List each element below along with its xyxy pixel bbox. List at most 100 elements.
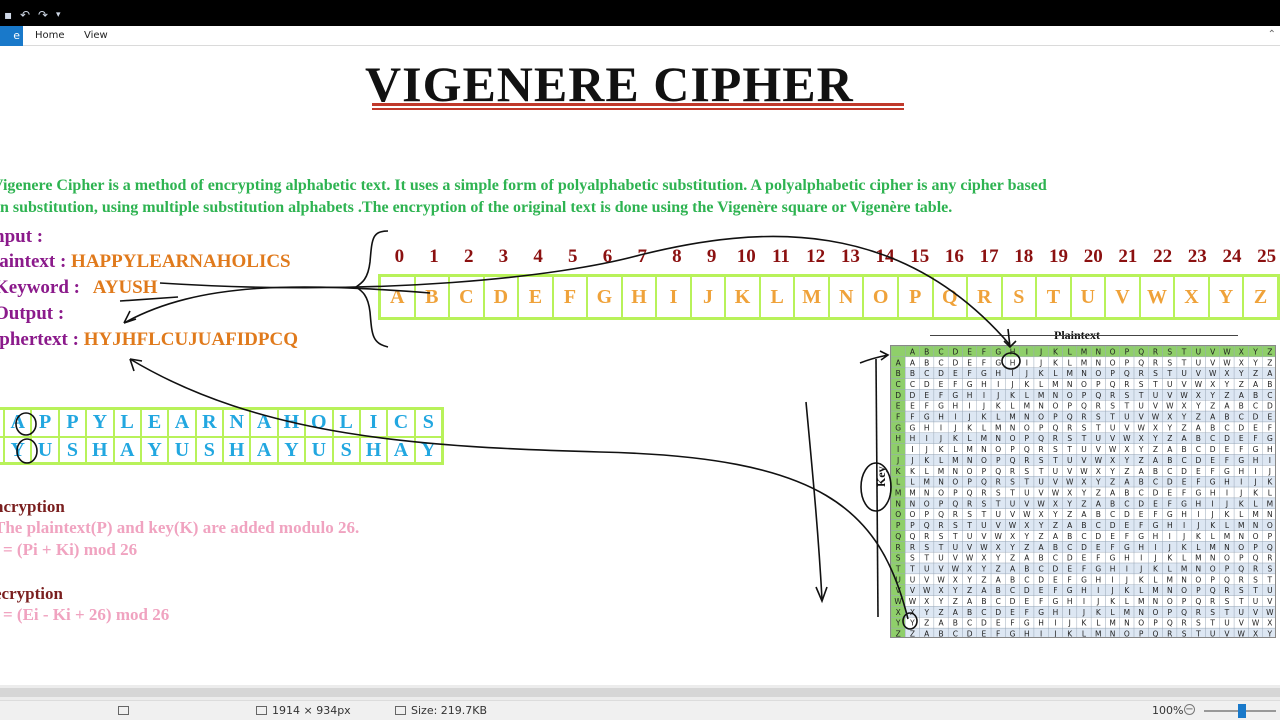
table-letter: U — [1196, 358, 1202, 367]
image-canvas: VIGENERE CIPHER Vigenere Cipher is a met… — [0, 47, 1280, 685]
table-letter: B — [1210, 423, 1215, 432]
table-letter: R — [1010, 467, 1015, 476]
ribbon-collapse-icon[interactable]: ⌃ — [1267, 29, 1276, 40]
table-letter: T — [1238, 597, 1244, 606]
table-letter: G — [1181, 499, 1187, 508]
table-letter: E — [967, 347, 972, 356]
grid-cell: N — [224, 410, 252, 436]
table-letter: K — [967, 423, 973, 432]
table-letter: O — [1081, 380, 1087, 389]
table-letter: Q — [995, 467, 1001, 476]
table-letter: F — [1096, 554, 1100, 563]
table-letter: B — [1096, 510, 1101, 519]
table-letter: R — [1139, 369, 1144, 378]
save-icon[interactable]: ▪ — [4, 8, 13, 22]
table-letter: L — [1039, 380, 1044, 389]
table-letter: Z — [1167, 434, 1172, 443]
table-letter: F — [1239, 445, 1243, 454]
zoom-slider-thumb[interactable] — [1238, 704, 1246, 718]
table-letter: G — [1195, 489, 1201, 498]
table-letter: P — [1039, 423, 1044, 432]
table-letter: G — [1138, 532, 1144, 541]
index-number: 21 — [1118, 246, 1138, 267]
tab-home[interactable]: Home — [35, 30, 65, 41]
table-letter: O — [1010, 434, 1016, 443]
table-letter: X — [1210, 380, 1215, 389]
table-letter: C — [896, 380, 901, 389]
zoom-out-icon[interactable]: − — [1184, 704, 1195, 715]
table-letter: S — [967, 510, 972, 519]
table-letter: T — [1181, 347, 1187, 356]
scrollbar-thumb[interactable] — [0, 688, 1280, 697]
grid-cell: A — [169, 410, 197, 436]
table-letter: Y — [981, 564, 987, 573]
table-letter: V — [1024, 499, 1030, 508]
customize-quick-access-icon[interactable]: ▾ — [56, 10, 61, 20]
table-letter: S — [896, 554, 901, 563]
table-letter: N — [1181, 575, 1187, 584]
table-letter: W — [1080, 467, 1088, 476]
table-letter: R — [924, 532, 929, 541]
table-letter: I — [1183, 521, 1185, 530]
table-letter: Q — [1138, 358, 1144, 367]
table-letter: E — [1139, 510, 1144, 519]
table-letter: M — [1138, 597, 1144, 606]
grid-cell: L — [115, 410, 142, 436]
table-letter: M — [1038, 391, 1044, 400]
alphabet-cell: P — [899, 277, 934, 317]
table-letter: R — [1167, 630, 1172, 638]
table-letter: U — [1053, 467, 1059, 476]
table-letter: L — [996, 413, 1001, 422]
table-letter: K — [1267, 478, 1273, 487]
table-letter: C — [1024, 575, 1029, 584]
redo-icon[interactable]: ↷ — [38, 8, 49, 22]
table-letter: I — [897, 445, 899, 454]
table-letter: R — [1096, 402, 1101, 411]
table-letter: Y — [1209, 391, 1215, 400]
table-letter: Z — [1239, 380, 1244, 389]
table-letter: B — [996, 586, 1001, 595]
table-letter: E — [1153, 499, 1158, 508]
table-letter: F — [982, 347, 986, 356]
file-tab[interactable]: e — [0, 26, 23, 46]
ciphertext-line: iphertext : HYJHFLCUJUAFIDPCQ — [0, 329, 298, 351]
table-letter: W — [1180, 391, 1188, 400]
table-letter: T — [981, 510, 987, 519]
table-letter: U — [895, 575, 901, 584]
table-letter: I — [1197, 510, 1199, 519]
grid-cell: Y — [87, 410, 115, 436]
table-letter: Y — [1038, 521, 1044, 530]
table-letter: Y — [1138, 445, 1144, 454]
table-letter: L — [1096, 619, 1101, 628]
table-letter: D — [1224, 434, 1230, 443]
table-letter: J — [925, 445, 928, 454]
table-letter: N — [1253, 521, 1259, 530]
table-letter: Q — [967, 489, 973, 498]
table-letter: H — [1081, 586, 1087, 595]
table-letter: D — [995, 608, 1001, 617]
table-letter: L — [1068, 347, 1073, 356]
grid-cell: E — [142, 410, 170, 436]
table-letter: G — [1010, 630, 1016, 638]
table-letter: R — [1153, 347, 1158, 356]
table-letter: Z — [1182, 423, 1187, 432]
table-letter: U — [1224, 619, 1230, 628]
table-letter: H — [995, 369, 1001, 378]
table-letter: Y — [1024, 532, 1030, 541]
horizontal-scrollbar[interactable] — [0, 685, 1280, 700]
table-letter: F — [1253, 434, 1257, 443]
table-letter: X — [1239, 358, 1244, 367]
table-letter: S — [910, 554, 915, 563]
table-letter: C — [1167, 467, 1172, 476]
table-letter: B — [896, 369, 901, 378]
table-letter: U — [1096, 434, 1102, 443]
table-letter: Q — [1167, 619, 1173, 628]
table-letter: A — [1253, 380, 1259, 389]
table-letter: D — [952, 347, 958, 356]
undo-icon[interactable]: ↶ — [20, 8, 31, 22]
table-letter: L — [1068, 358, 1073, 367]
tab-view[interactable]: View — [84, 30, 108, 41]
table-letter: J — [1039, 358, 1042, 367]
table-letter: A — [1039, 543, 1045, 552]
table-letter: T — [1181, 358, 1187, 367]
